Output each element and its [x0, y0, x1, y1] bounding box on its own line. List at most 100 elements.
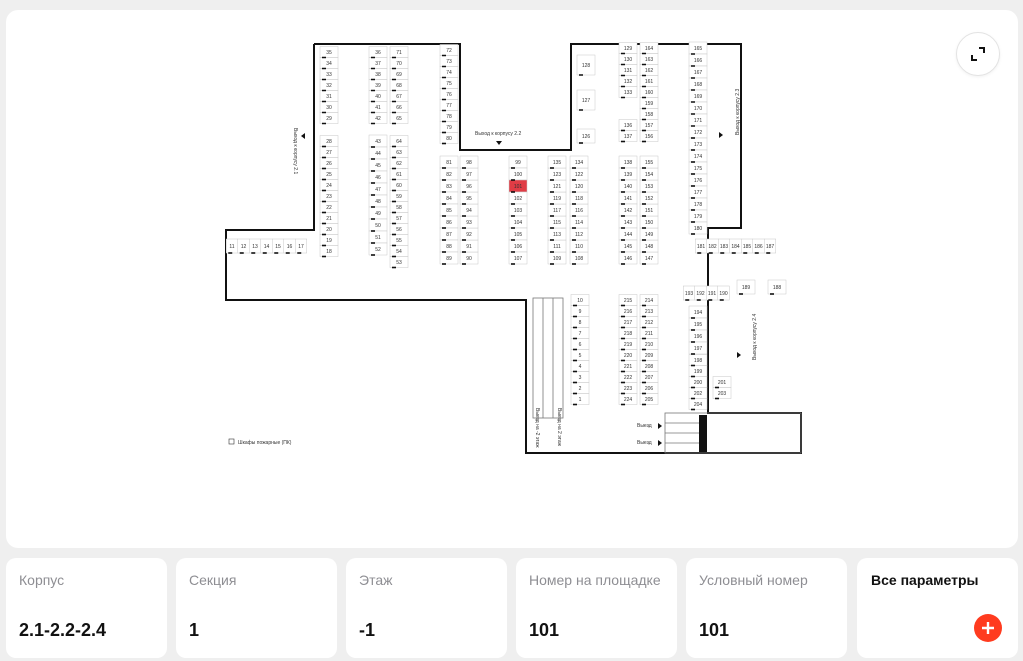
parking-spot-162[interactable]: 162	[639, 64, 659, 76]
parking-spot-58[interactable]: 58	[389, 201, 409, 213]
parking-spot-17[interactable]: 17	[295, 238, 307, 254]
parking-spot-78[interactable]: 78	[439, 110, 459, 122]
parking-spot-160[interactable]: 160	[639, 86, 659, 98]
parking-spot-208[interactable]: 208	[639, 360, 659, 372]
parking-spot-158[interactable]: 158	[639, 108, 659, 120]
parking-spot-71[interactable]: 71	[389, 46, 409, 58]
parking-spot-57[interactable]: 57	[389, 212, 409, 224]
parking-spot-219[interactable]: 219	[618, 338, 638, 350]
parking-spot-190[interactable]: 190	[717, 285, 730, 301]
parking-spot-13[interactable]: 13	[249, 238, 261, 254]
parking-spot-24[interactable]: 24	[319, 179, 339, 191]
parking-spot-48[interactable]: 48	[368, 194, 388, 208]
all-params-button[interactable]	[974, 614, 1002, 642]
parking-spot-218[interactable]: 218	[618, 327, 638, 339]
parking-spot-22[interactable]: 22	[319, 201, 339, 213]
parking-spot-51[interactable]: 51	[368, 230, 388, 244]
parking-spot-170[interactable]: 170	[688, 101, 708, 115]
parking-spot-163[interactable]: 163	[639, 53, 659, 65]
parking-spot-3[interactable]: 3	[570, 371, 590, 383]
parking-spot-159[interactable]: 159	[639, 97, 659, 109]
parking-spot-140[interactable]: 140	[618, 179, 638, 193]
parking-spot-39[interactable]: 39	[368, 79, 388, 91]
parking-spot-185[interactable]: 185	[741, 238, 753, 254]
parking-spot-91[interactable]: 91	[459, 239, 479, 253]
parking-spot-20[interactable]: 20	[319, 223, 339, 235]
parking-spot-52[interactable]: 52	[368, 242, 388, 256]
parking-spot-68[interactable]: 68	[389, 79, 409, 91]
parking-spot-64[interactable]: 64	[389, 135, 409, 147]
parking-spot-142[interactable]: 142	[618, 203, 638, 217]
parking-spot-224[interactable]: 224	[618, 393, 638, 405]
parking-spot-87[interactable]: 87	[439, 227, 459, 241]
parking-spot-117[interactable]: 117	[547, 203, 567, 217]
parking-spot-38[interactable]: 38	[368, 68, 388, 80]
parking-spot-164[interactable]: 164	[639, 42, 659, 54]
parking-spot-15[interactable]: 15	[272, 238, 284, 254]
parking-spot-81[interactable]: 81	[439, 155, 459, 169]
parking-spot-126[interactable]: 126	[576, 128, 596, 144]
parking-spot-136[interactable]: 136	[618, 119, 638, 131]
parking-spot-90[interactable]: 90	[459, 251, 479, 265]
parking-spot-154[interactable]: 154	[639, 167, 659, 181]
parking-spot-37[interactable]: 37	[368, 57, 388, 69]
parking-spot-222[interactable]: 222	[618, 371, 638, 383]
parking-spot-110[interactable]: 110	[569, 239, 589, 253]
parking-spot-112[interactable]: 112	[569, 227, 589, 241]
parking-spot-99[interactable]: 99	[508, 155, 528, 169]
parking-spot-132[interactable]: 132	[618, 75, 638, 87]
parking-spot-59[interactable]: 59	[389, 190, 409, 202]
parking-spot-66[interactable]: 66	[389, 101, 409, 113]
parking-spot-137[interactable]: 137	[618, 130, 638, 142]
parking-spot-206[interactable]: 206	[639, 382, 659, 394]
parking-spot-179[interactable]: 179	[688, 209, 708, 223]
parking-spot-60[interactable]: 60	[389, 179, 409, 191]
parking-spot-153[interactable]: 153	[639, 179, 659, 193]
parking-spot-216[interactable]: 216	[618, 305, 638, 317]
parking-spot-134[interactable]: 134	[569, 155, 589, 169]
parking-spot-76[interactable]: 76	[439, 88, 459, 100]
parking-spot-169[interactable]: 169	[688, 89, 708, 103]
parking-spot-100[interactable]: 100	[508, 167, 528, 181]
parking-spot-49[interactable]: 49	[368, 206, 388, 220]
parking-spot-8[interactable]: 8	[570, 316, 590, 328]
parking-spot-74[interactable]: 74	[439, 66, 459, 78]
parking-spot-184[interactable]: 184	[729, 238, 742, 254]
parking-spot-157[interactable]: 157	[639, 119, 659, 131]
parking-spot-55[interactable]: 55	[389, 234, 409, 246]
parking-spot-88[interactable]: 88	[439, 239, 459, 253]
parking-spot-155[interactable]: 155	[639, 155, 659, 169]
parking-spot-106[interactable]: 106	[508, 239, 528, 253]
parking-spot-70[interactable]: 70	[389, 57, 409, 69]
parking-spot-6[interactable]: 6	[570, 338, 590, 350]
parking-spot-79[interactable]: 79	[439, 121, 459, 133]
parking-spot-197[interactable]: 197	[688, 341, 708, 355]
parking-spot-46[interactable]: 46	[368, 170, 388, 184]
parking-spot-5[interactable]: 5	[570, 349, 590, 361]
parking-spot-172[interactable]: 172	[688, 125, 708, 139]
parking-spot-176[interactable]: 176	[688, 173, 708, 187]
parking-spot-211[interactable]: 211	[639, 327, 659, 339]
parking-spot-9[interactable]: 9	[570, 305, 590, 317]
parking-spot-221[interactable]: 221	[618, 360, 638, 372]
parking-spot-200[interactable]: 200	[688, 376, 708, 388]
parking-spot-107[interactable]: 107	[508, 251, 528, 265]
parking-spot-177[interactable]: 177	[688, 185, 708, 199]
parking-spot-73[interactable]: 73	[439, 55, 459, 67]
parking-spot-35[interactable]: 35	[319, 46, 339, 58]
parking-spot-187[interactable]: 187	[764, 238, 776, 254]
parking-spot-1[interactable]: 1	[570, 393, 590, 405]
parking-spot-121[interactable]: 121	[547, 179, 567, 193]
parking-spot-61[interactable]: 61	[389, 168, 409, 180]
parking-spot-214[interactable]: 214	[639, 294, 659, 306]
parking-spot-31[interactable]: 31	[319, 90, 339, 102]
parking-spot-152[interactable]: 152	[639, 191, 659, 205]
parking-spot-130[interactable]: 130	[618, 53, 638, 65]
parking-spot-40[interactable]: 40	[368, 90, 388, 102]
parking-spot-207[interactable]: 207	[639, 371, 659, 383]
parking-spot-175[interactable]: 175	[688, 161, 708, 175]
parking-spot-97[interactable]: 97	[459, 167, 479, 181]
parking-spot-85[interactable]: 85	[439, 203, 459, 217]
parking-spot-205[interactable]: 205	[639, 393, 659, 405]
parking-spot-135[interactable]: 135	[547, 155, 567, 169]
